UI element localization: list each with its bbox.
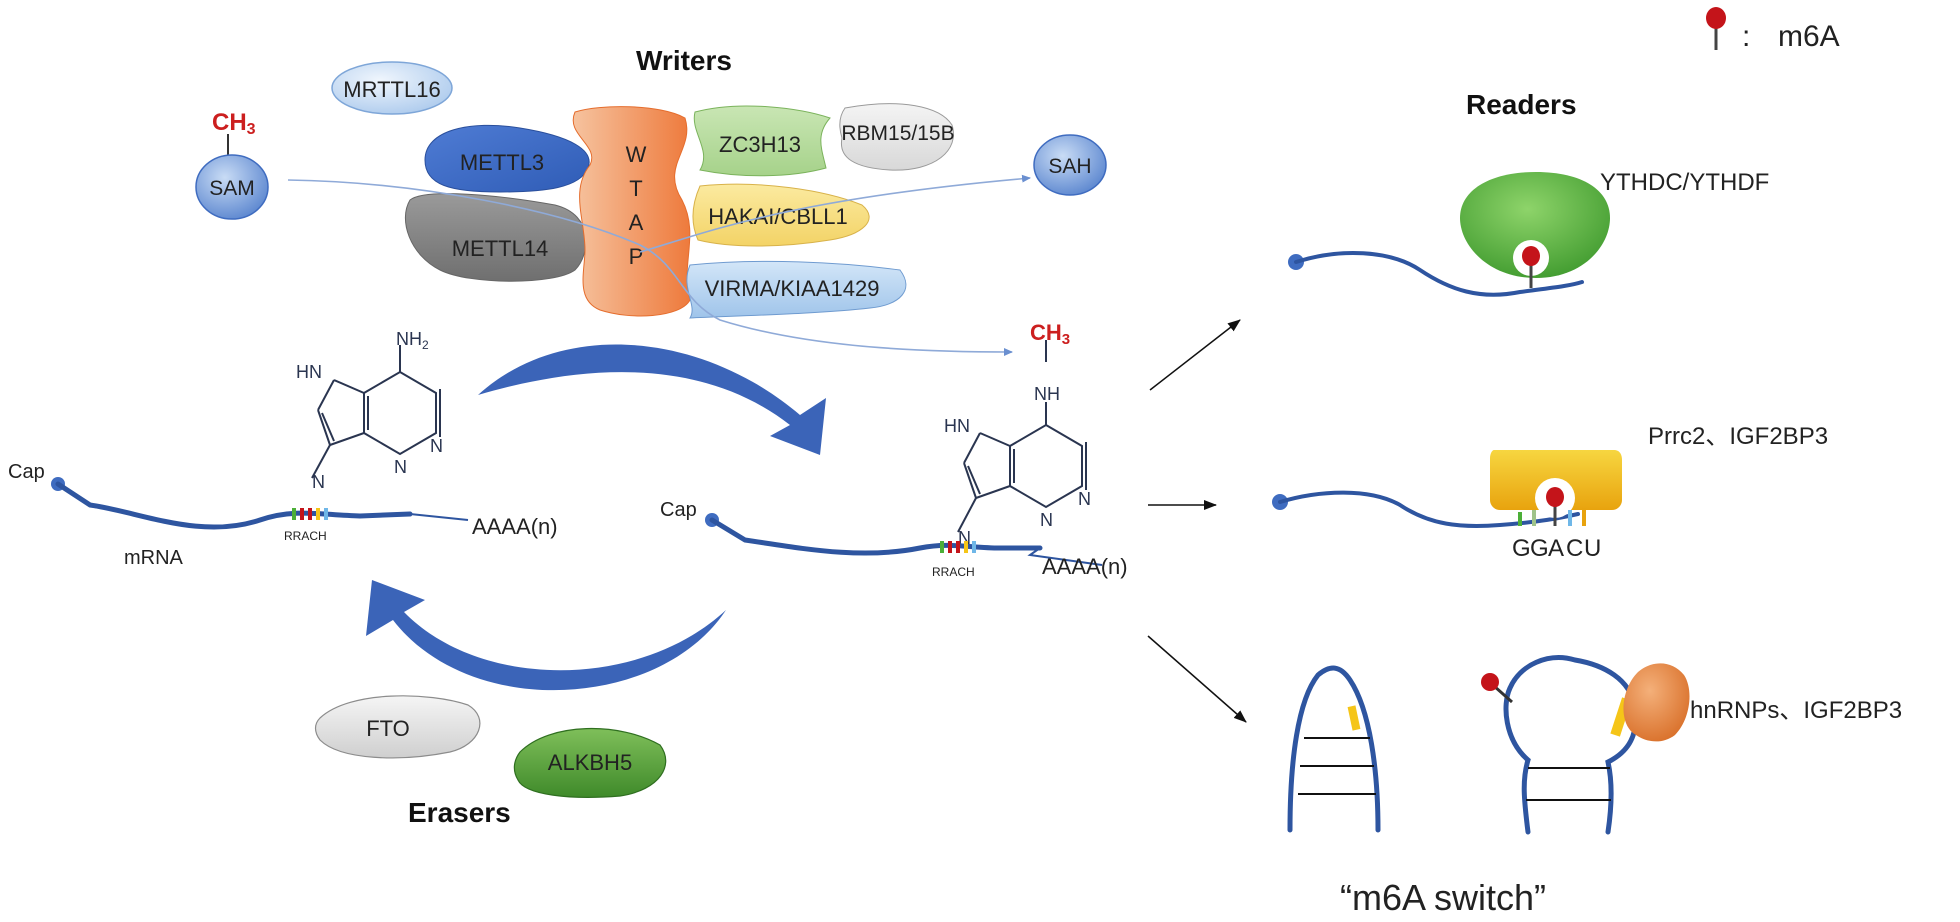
reader-prrc2-label: Prrc2、IGF2BP3: [1648, 423, 1828, 450]
hakai-protein: HAKAI/CBLL1: [692, 183, 870, 247]
mrna-left: Cap RRACH mRNA AAAA(n): [8, 461, 558, 569]
rbm15-protein: RBM15/15B: [839, 103, 955, 171]
zc3h13-protein: ZC3H13: [693, 105, 831, 177]
mettl14-label: METTL14: [452, 236, 549, 261]
mettl14-protein: METTL14: [405, 193, 587, 282]
m6a-pin-head: [1706, 7, 1726, 29]
mettl3-protein: METTL3: [424, 124, 590, 193]
mrna-left-strand: [55, 481, 413, 530]
motif-letter-2: G: [1530, 535, 1549, 562]
wtap-letter-a: A: [629, 210, 644, 235]
sam-label: SAM: [209, 177, 255, 200]
motif-letter-5: U: [1584, 535, 1601, 562]
wtap-protein: W T A P: [572, 106, 691, 317]
mrna-left-tail: AAAA(n): [472, 514, 558, 539]
mrna-left-motif: RRACH: [284, 529, 327, 543]
mrna-right-motif: RRACH: [932, 565, 975, 579]
m6a-nh: NH: [1034, 384, 1060, 404]
reader-ythdc: YTHDC/YTHDF: [1288, 169, 1769, 297]
legend: : m6A: [1706, 7, 1840, 53]
mettl16-protein: MRTTL16: [331, 61, 453, 115]
fto-label: FTO: [366, 716, 410, 741]
erasers-title: Erasers: [408, 797, 511, 828]
sam-ch3-label: CH3: [212, 109, 256, 138]
m6a-n-right: N: [1078, 489, 1091, 509]
arrow-to-switch: [1147, 635, 1247, 723]
motif-letter-1: G: [1512, 535, 1531, 562]
reader-hnrnps-label: hnRNPs、IGF2BP3: [1690, 697, 1902, 724]
methylation-cycle-arrow: [478, 344, 826, 455]
adenine-n-bottom: N: [394, 457, 407, 477]
arrow-to-ythdc: [1149, 319, 1241, 391]
demethylation-cycle-arrow: [366, 580, 726, 691]
m6a-hn: HN: [944, 416, 970, 436]
mrna-left-tail-line: [409, 513, 469, 521]
mrna-left-cap: Cap: [8, 461, 45, 483]
mettl16-label: MRTTL16: [343, 77, 440, 102]
mrna-left-label: mRNA: [124, 547, 184, 569]
sah-release-arrow: [639, 174, 1031, 253]
adenine-nh2: NH2: [396, 329, 429, 352]
m6a-base-structure: [957, 340, 1087, 533]
rbm15-label: RBM15/15B: [841, 122, 954, 145]
wtap-letter-p: P: [629, 244, 644, 269]
reader-prrc2: G G A C U Prrc2、IGF2BP3: [1272, 423, 1828, 562]
adenine-hn: HN: [296, 362, 322, 382]
adenine-n-ring: N: [312, 472, 325, 492]
m6a-ch3: CH3: [1030, 320, 1070, 348]
motif-letter-3: A: [1548, 535, 1564, 562]
m6a-n-bottom: N: [1040, 510, 1053, 530]
alkbh5-label: ALKBH5: [548, 750, 632, 775]
methyl-transfer-arrow: [287, 179, 1013, 356]
reader-ythdc-label: YTHDC/YTHDF: [1600, 169, 1769, 196]
sah-label: SAH: [1048, 155, 1091, 178]
virma-protein: VIRMA/KIAA1429: [686, 260, 907, 319]
legend-label: m6A: [1778, 20, 1840, 53]
wtap-letter-w: W: [626, 142, 647, 167]
legend-separator: :: [1742, 20, 1750, 53]
writers-title: Writers: [636, 45, 732, 76]
virma-label: VIRMA/KIAA1429: [705, 276, 880, 301]
mrna-right-tail: AAAA(n): [1042, 554, 1128, 579]
adenine-structure: [311, 345, 441, 479]
mrna-right-strand: [709, 517, 1043, 556]
readers-title: Readers: [1466, 89, 1577, 120]
m6a-switch: hnRNPs、IGF2BP3 “m6A switch”: [1287, 655, 1902, 918]
mrna-right-tail-line: [1027, 547, 1103, 566]
mrna-right-cap: Cap: [660, 499, 697, 521]
m6a-switch-label: “m6A switch”: [1340, 877, 1546, 918]
sam-molecule: CH3 SAM: [195, 109, 269, 220]
zc3h13-label: ZC3H13: [719, 132, 801, 157]
alkbh5-protein: ALKBH5: [513, 727, 667, 798]
sah-molecule: SAH: [1033, 134, 1107, 196]
mettl3-label: METTL3: [460, 150, 544, 175]
wtap-letter-t: T: [629, 176, 642, 201]
motif-letter-4: C: [1566, 535, 1583, 562]
adenine-n-right: N: [430, 436, 443, 456]
fto-protein: FTO: [314, 695, 481, 759]
mrna-right: Cap RRACH AAAA(n): [660, 499, 1128, 579]
